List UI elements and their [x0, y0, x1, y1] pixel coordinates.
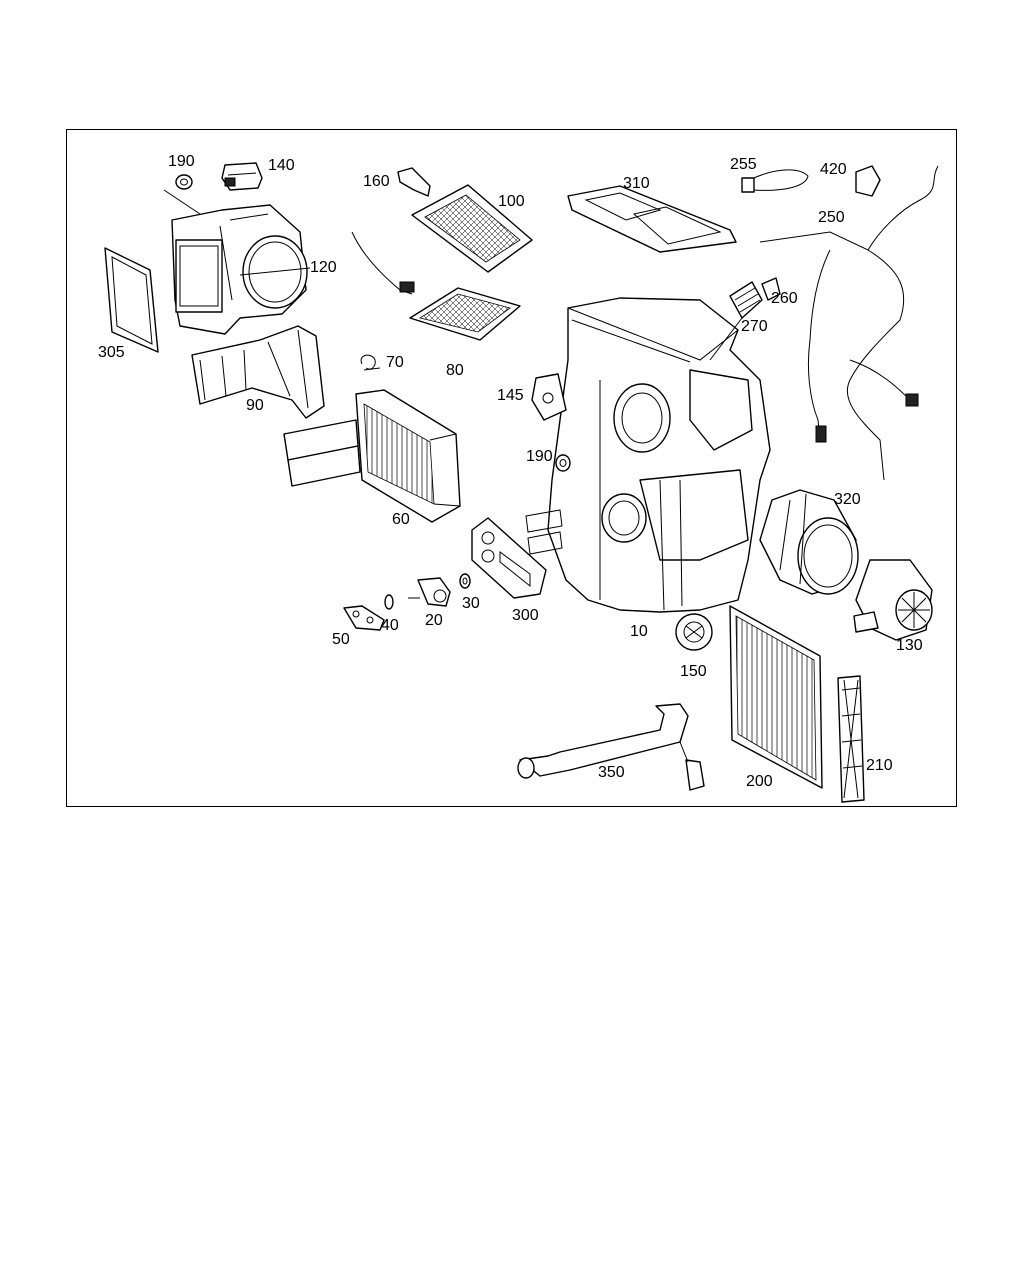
part-190-nut-top — [163, 174, 201, 215]
callout-90: 90 — [246, 397, 264, 414]
callout-40: 40 — [381, 617, 399, 634]
callout-160: 160 — [363, 173, 390, 190]
callout-310: 310 — [623, 175, 650, 192]
part-50-bracket — [343, 605, 385, 631]
part-210-frame-bracket — [837, 675, 865, 803]
callout-50: 50 — [332, 631, 350, 648]
part-70-spring-clip — [360, 354, 381, 371]
callout-150: 150 — [680, 663, 707, 680]
callout-30: 30 — [462, 595, 480, 612]
callout-100: 100 — [498, 193, 525, 210]
callout-20: 20 — [425, 612, 443, 629]
callout-130: 130 — [896, 637, 923, 654]
callout-255: 255 — [730, 156, 757, 173]
callout-270: 270 — [741, 318, 768, 335]
part-200-cabin-filter — [729, 605, 823, 789]
callout-260: 260 — [771, 290, 798, 307]
part-90-air-duct — [191, 325, 325, 419]
part-140-resistor — [221, 162, 263, 191]
part-300-gasket-plate — [471, 517, 547, 599]
part-310-seal-frame — [567, 185, 737, 253]
callout-420: 420 — [820, 161, 847, 178]
part-255-cable-tie — [741, 169, 809, 193]
callout-labels: 190 140 120 305 90 160 100 80 70 60 310 … — [98, 153, 923, 790]
callout-320: 320 — [834, 491, 861, 508]
callout-10: 10 — [630, 623, 648, 640]
part-80-filter-element — [351, 231, 521, 341]
part-270-brush-seal — [709, 281, 763, 361]
part-145-actuator — [531, 373, 567, 421]
callout-120: 120 — [310, 259, 337, 276]
part-20-valve — [408, 577, 451, 607]
part-305-gasket — [104, 247, 159, 353]
part-190-nut-middle — [555, 454, 571, 472]
part-150-grommet — [675, 613, 713, 651]
part-100-filter — [411, 184, 533, 273]
callout-80: 80 — [446, 362, 464, 379]
callout-70: 70 — [386, 354, 404, 371]
callout-190-middle: 190 — [526, 448, 553, 465]
callout-250: 250 — [818, 209, 845, 226]
part-10-hvac-housing — [525, 297, 771, 613]
part-120-blower-housing — [171, 204, 311, 335]
callout-305: 305 — [98, 344, 125, 361]
part-40-o-ring — [384, 594, 394, 610]
callout-300: 300 — [512, 607, 539, 624]
part-160-clip — [397, 167, 431, 197]
part-250-wiring-harness — [759, 165, 939, 481]
part-350-drain-hose — [517, 703, 705, 791]
callout-140: 140 — [268, 157, 295, 174]
callout-190-top: 190 — [168, 153, 195, 170]
part-260-connector — [761, 277, 781, 301]
part-420-clip — [855, 165, 881, 197]
callout-350: 350 — [598, 764, 625, 781]
callout-60: 60 — [392, 511, 410, 528]
callout-200: 200 — [746, 773, 773, 790]
callout-145: 145 — [497, 387, 524, 404]
part-30-washer — [459, 573, 471, 589]
callout-210: 210 — [866, 757, 893, 774]
part-320-fan-housing — [759, 489, 859, 595]
part-130-blower-motor — [853, 559, 933, 641]
part-60-heater-core — [283, 389, 461, 523]
